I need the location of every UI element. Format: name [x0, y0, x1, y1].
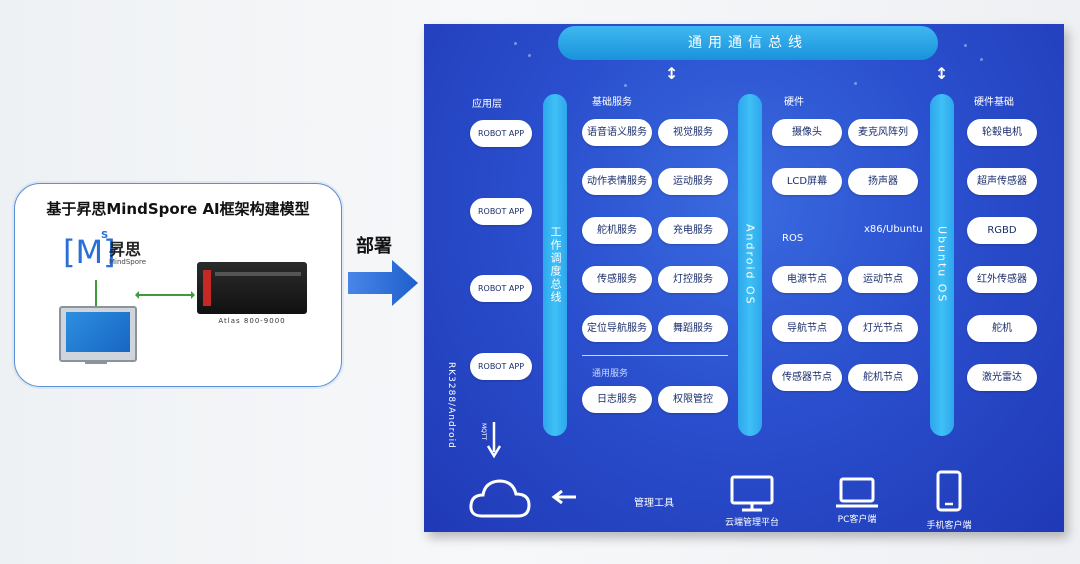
down-arrow-icon [486, 422, 502, 459]
basic-service-pill: 动作表情服务 [582, 168, 652, 195]
ros-node-pill: 电源节点 [772, 266, 842, 293]
hardware-pill: LCD屏幕 [772, 168, 842, 195]
basic-service-pill: 视觉服务 [658, 119, 728, 146]
hardware-pill: 摄像头 [772, 119, 842, 146]
basic-service-pill: 舞蹈服务 [658, 315, 728, 342]
decor-dot [514, 42, 517, 45]
ros-node-pill: 舵机节点 [848, 364, 918, 391]
common-service-pill: 权限管控 [658, 386, 728, 413]
ros-node-pill: 运动节点 [848, 266, 918, 293]
monitor-screen [66, 312, 130, 352]
robot-app-pill: ROBOT APP [470, 275, 532, 302]
deploy-arrow-icon [348, 260, 418, 306]
cloud-platform-caption: 云端管理平台 [724, 518, 779, 528]
basic-service-pill: 充电服务 [658, 217, 728, 244]
basic-service-pill: 语音语义服务 [582, 119, 652, 146]
basic-service-pill: 舵机服务 [582, 217, 652, 244]
decor-dot [980, 58, 983, 61]
up-down-arrow-icon: ↕ [935, 64, 949, 83]
common-communication-bus: 通用通信总线 [558, 26, 938, 60]
architecture-panel: 通用通信总线 ↕ ↕ 应用层 基础服务 硬件 硬件基础 ROBOT APP RO… [424, 24, 1064, 532]
hw-base-pill: 红外传感器 [967, 266, 1037, 293]
x86-ubuntu-label: x86/Ubuntu [864, 224, 923, 235]
decor-dot [964, 44, 967, 47]
hardware-pill: 扬声器 [848, 168, 918, 195]
basic-services-label: 基础服务 [592, 97, 632, 108]
up-down-arrow-icon: ↕ [665, 64, 679, 83]
ros-label: ROS [782, 233, 804, 244]
model-build-box: 基于昇思MindSpore AI框架构建模型 [M] S 昇思 MindSpor… [14, 183, 342, 387]
connector-vertical [95, 280, 97, 306]
connector-bidirectional-arrow [135, 291, 195, 299]
server-stripe [203, 270, 211, 306]
mindspore-logo-mark: [M] [63, 233, 116, 271]
robot-app-pill: ROBOT APP [470, 198, 532, 225]
robot-app-pill: ROBOT APP [470, 353, 532, 380]
mindspore-logo-s: S [101, 230, 109, 241]
ubuntu-os-bus: Ubuntu OS [930, 94, 954, 436]
android-os-label: Android OS [743, 224, 757, 306]
mindspore-logo-cn: 昇思 [109, 240, 142, 259]
work-scheduling-bus: 工作调度总线 [543, 94, 567, 436]
ros-node-pill: 灯光节点 [848, 315, 918, 342]
hw-base-pill: 激光雷达 [967, 364, 1037, 391]
laptop-icon [836, 477, 878, 508]
common-services-label: 通用服务 [592, 369, 629, 379]
hw-base-pill: RGBD [967, 217, 1037, 244]
basic-service-pill: 传感服务 [582, 266, 652, 293]
decor-dot [528, 54, 531, 57]
ros-node-pill: 传感器节点 [772, 364, 842, 391]
monitor-stand [85, 360, 107, 364]
deploy-label: 部署 [356, 236, 392, 257]
atlas-server-icon [197, 262, 307, 314]
hw-base-pill: 舵机 [967, 315, 1037, 342]
desktop-monitor-icon [730, 475, 774, 512]
mindspore-logo: [M] S 昇思 MindSpore [63, 230, 147, 272]
basic-service-pill: 定位导航服务 [582, 315, 652, 342]
common-service-pill: 日志服务 [582, 386, 652, 413]
basic-service-pill: 灯控服务 [658, 266, 728, 293]
decor-dot [854, 82, 857, 85]
left-arrow-icon [551, 490, 576, 504]
hw-base-pill: 超声传感器 [967, 168, 1037, 195]
basic-service-pill: 运动服务 [658, 168, 728, 195]
mindspore-logo-en: MindSpore [109, 258, 147, 266]
mobile-client-caption: 手机客户端 [926, 521, 972, 531]
mqtt-label: MQTT [480, 423, 487, 441]
hardware-base-label: 硬件基础 [974, 97, 1014, 108]
work-scheduling-bus-label: 工作调度总线 [549, 226, 562, 304]
model-build-title: 基于昇思MindSpore AI框架构建模型 [46, 200, 310, 218]
decor-dot [624, 84, 627, 87]
cloud-icon [469, 479, 531, 518]
ubuntu-os-label: Ubuntu OS [935, 226, 949, 304]
server-vent [215, 272, 301, 276]
management-tools-label: 管理工具 [634, 498, 674, 509]
hardware-label: 硬件 [784, 97, 804, 108]
android-os-bus: Android OS [738, 94, 762, 436]
hardware-pill: 麦克风阵列 [848, 119, 918, 146]
server-label: Atlas 800-9000 [218, 317, 286, 325]
pc-client-caption: PC客户端 [837, 515, 877, 525]
hw-base-pill: 轮毂电机 [967, 119, 1037, 146]
rk3288-android-label: RK3288/Android [446, 362, 456, 449]
monitor-icon [59, 306, 137, 362]
mobile-phone-icon [936, 470, 962, 512]
app-layer-label: 应用层 [472, 99, 502, 110]
services-divider [582, 355, 728, 356]
robot-app-pill: ROBOT APP [470, 120, 532, 147]
ros-node-pill: 导航节点 [772, 315, 842, 342]
